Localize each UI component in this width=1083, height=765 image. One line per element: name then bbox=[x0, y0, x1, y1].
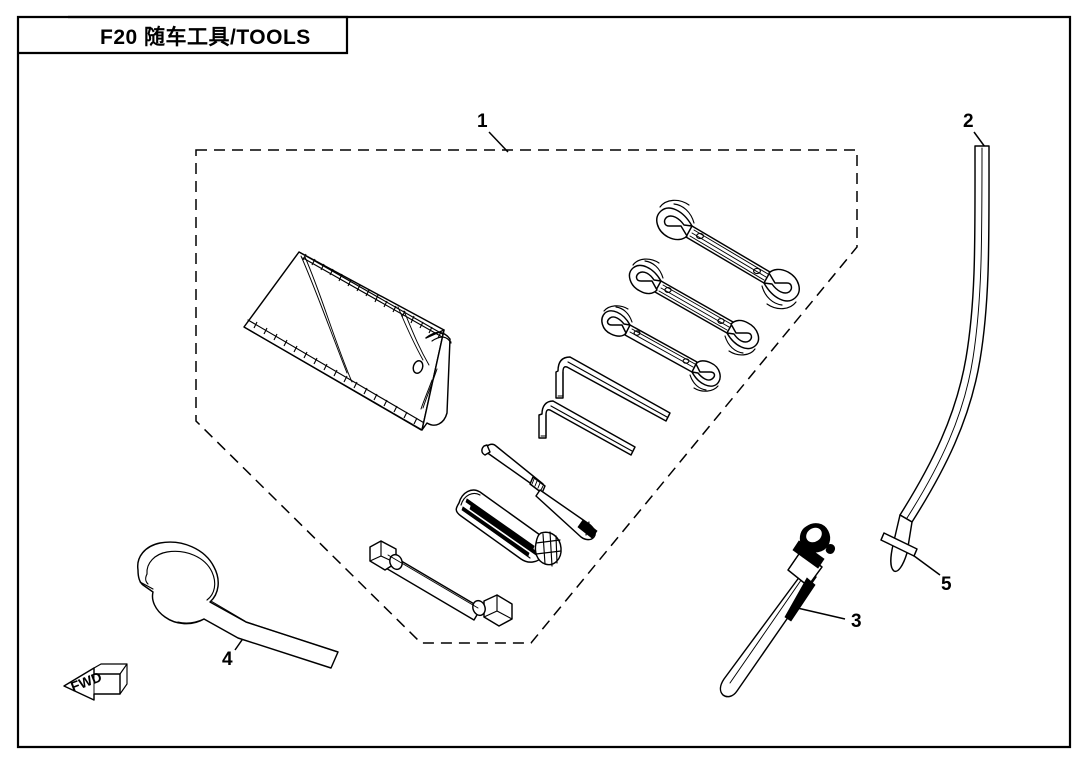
handle-grip-shading bbox=[461, 498, 538, 557]
callout-2-number: 2 bbox=[963, 111, 974, 132]
open-end-wrench-small bbox=[601, 305, 721, 392]
pouch-seam-stitches-top bbox=[302, 253, 442, 339]
pouch-seam-stitches-bottom bbox=[253, 321, 418, 425]
forward-direction-arrow: FWD bbox=[63, 663, 128, 701]
open-end-wrench-large bbox=[656, 199, 800, 310]
callout-4-number: 4 bbox=[222, 649, 233, 670]
page-frame bbox=[16, 15, 1072, 749]
cross-pin bbox=[880, 514, 918, 573]
assembly-boundary-outline bbox=[195, 149, 858, 644]
pouch-grommet-hole bbox=[412, 360, 424, 374]
blade-collar-knurl bbox=[531, 478, 544, 491]
callout-5-number: 5 bbox=[941, 574, 952, 595]
callout-numbers: 1 2 3 4 5 bbox=[222, 111, 974, 670]
pump-head-cap bbox=[804, 526, 824, 544]
screwdriver-handle bbox=[455, 489, 562, 567]
spark-plug-socket-wrench bbox=[369, 540, 513, 627]
tool-pouch-illustration bbox=[243, 251, 452, 431]
hex-key-large bbox=[555, 356, 671, 422]
hook-spanner bbox=[137, 541, 339, 669]
pump-extension-tool bbox=[719, 523, 836, 698]
socket-wrench-bar-hole-lower bbox=[472, 599, 486, 617]
tire-lever-rod bbox=[899, 145, 990, 523]
page-title: F20 随车工具/TOOLS bbox=[100, 25, 311, 49]
pouch-fold-creases bbox=[300, 255, 430, 383]
wrench-small-grooves bbox=[629, 328, 696, 368]
callout-3-number: 3 bbox=[851, 611, 862, 632]
title-text-group: F20 随车工具/TOOLS bbox=[100, 25, 311, 49]
hex-key-small bbox=[538, 400, 636, 456]
callout-1-number: 1 bbox=[477, 111, 488, 132]
open-end-wrench-medium bbox=[628, 258, 760, 356]
screwdriver-blade bbox=[481, 443, 598, 541]
title-block bbox=[18, 15, 349, 55]
